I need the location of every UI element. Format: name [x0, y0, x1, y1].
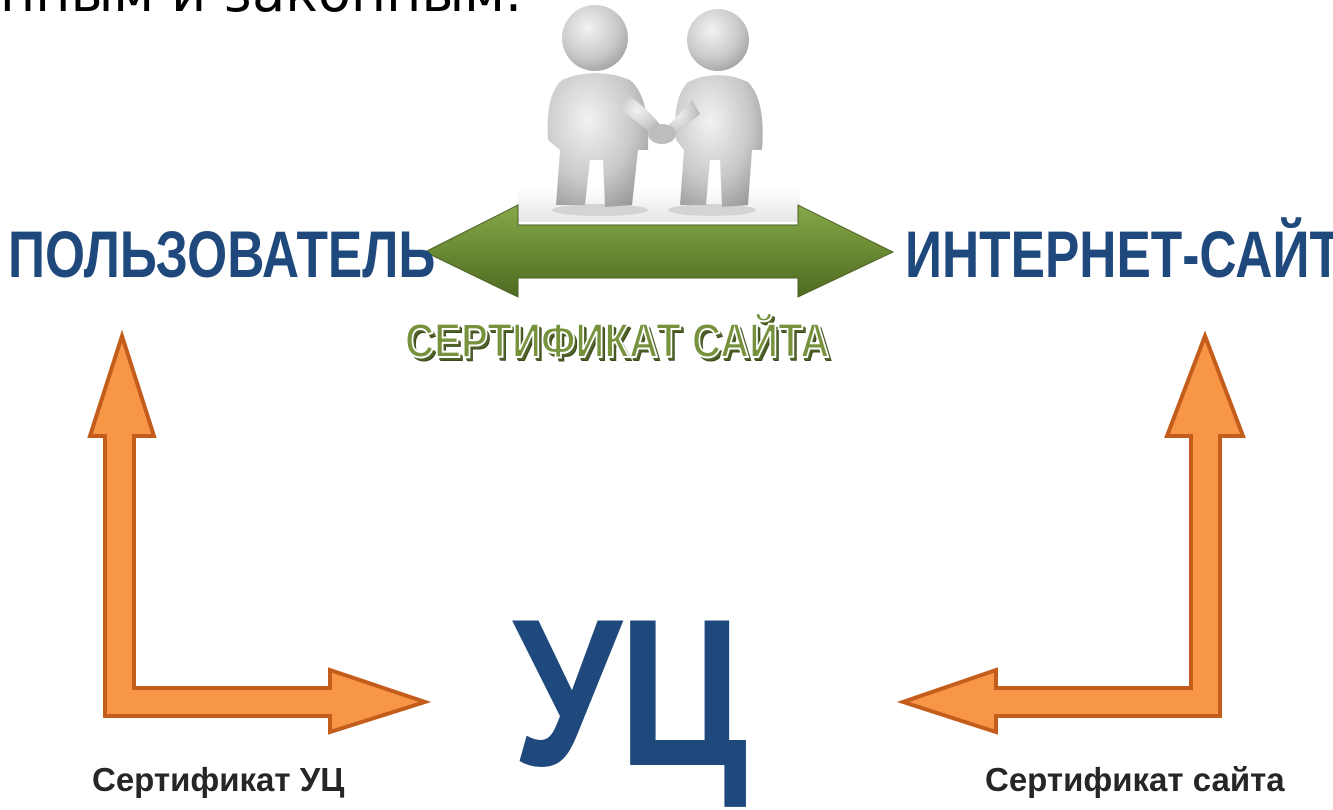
- node-certificate-authority: УЦ: [512, 575, 747, 810]
- handshake-illustration: [517, 5, 800, 222]
- orange-arrow-left: [87, 329, 432, 735]
- figure-left: [547, 5, 664, 207]
- arrow-label-site-certificate: СЕРТИФИКАТ САЙТА: [404, 315, 830, 368]
- node-website: ИНТЕРНЕТ-САЙТ: [905, 217, 1333, 291]
- green-double-arrow: [423, 204, 895, 298]
- node-user: ПОЛЬЗОВАТЕЛЬ: [8, 217, 436, 291]
- title-fragment: нным и законным.: [0, 0, 522, 20]
- caption-ca-certificate: Сертификат УЦ: [92, 761, 345, 798]
- figure-right: [662, 9, 763, 207]
- orange-arrow-right: [896, 330, 1246, 735]
- handshake-hands: [648, 124, 676, 144]
- figure-shadow-right: [668, 204, 756, 216]
- figure-shadow-left: [552, 204, 648, 216]
- caption-site-certificate: Сертификат сайта: [985, 761, 1285, 798]
